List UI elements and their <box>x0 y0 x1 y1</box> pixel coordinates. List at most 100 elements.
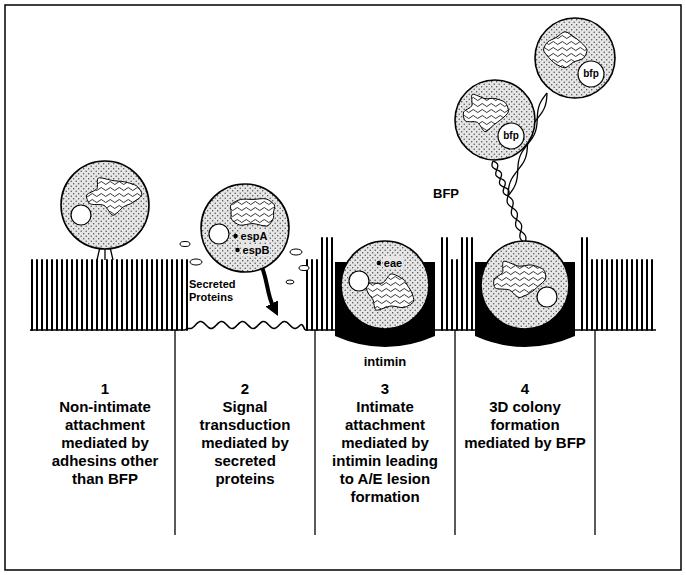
microvillus <box>636 260 638 330</box>
microvillus <box>146 260 148 330</box>
microvillus <box>151 260 153 330</box>
gene-dot <box>377 261 381 265</box>
microvillus <box>166 260 168 330</box>
microvillus <box>66 260 68 330</box>
nucleoid <box>463 94 508 131</box>
microvillus <box>181 260 183 330</box>
nucleoid <box>230 199 274 226</box>
plasmid <box>578 61 604 87</box>
part-label: BFP <box>432 186 460 202</box>
microvillus <box>61 260 63 330</box>
microvillus <box>91 260 93 330</box>
stage-panel: 1Non-intimate attachment mediated by adh… <box>43 380 167 488</box>
bundle-pilus <box>507 196 526 243</box>
plasmid <box>537 287 557 307</box>
microvillus <box>131 260 133 330</box>
microvillus <box>451 260 453 330</box>
figure-frame <box>5 5 681 570</box>
microvillus <box>31 260 33 330</box>
plasmid <box>209 224 229 244</box>
bacterium-node: espAespB <box>199 182 291 274</box>
gene-dot <box>235 248 239 252</box>
gene-dot <box>233 234 237 238</box>
stage-description: Signal transduction mediated by secreted… <box>183 398 307 488</box>
panel-divider <box>594 330 595 535</box>
stage-description: Non-intimate attachment mediated by adhe… <box>43 398 167 488</box>
microvillus <box>141 260 143 330</box>
stage-description: 3D colony formation mediated by BFP <box>463 398 587 452</box>
microvillus <box>461 238 463 330</box>
microvillus <box>86 260 88 330</box>
panel-divider <box>454 330 455 535</box>
microvillus <box>621 260 623 330</box>
microvillus <box>76 260 78 330</box>
microvillus <box>116 260 118 330</box>
bacterium-shape <box>199 182 291 274</box>
microvillus <box>71 260 73 330</box>
bundle-pilus <box>508 196 525 243</box>
microvillus <box>161 260 163 330</box>
microvillus <box>51 260 53 330</box>
plasmid <box>498 123 524 149</box>
bacterium-body <box>201 184 289 272</box>
plasmid <box>349 271 369 291</box>
panel-divider <box>174 330 175 535</box>
microvillus <box>606 260 608 330</box>
gene-label: bfp <box>502 130 520 142</box>
bacterium-node: eae <box>339 239 431 331</box>
microvillus <box>441 238 443 330</box>
microvillus <box>156 260 158 330</box>
microvillus <box>56 260 58 330</box>
secreted-protein <box>290 249 302 255</box>
microvillus <box>446 238 448 330</box>
stage-description: Intimate attachment mediated by intimin … <box>323 398 447 506</box>
gene-label: espA <box>240 230 269 243</box>
microvillus <box>121 260 123 330</box>
microvillus <box>311 260 313 330</box>
bacterium-shape <box>453 78 537 162</box>
microvillus <box>321 238 323 330</box>
nucleoid <box>365 274 414 310</box>
microvillus <box>101 260 103 330</box>
microvillus <box>586 238 588 330</box>
bundle-pilus <box>493 161 508 196</box>
microvillus <box>331 238 333 330</box>
bacterium-node: bfp <box>533 16 617 100</box>
microvillus <box>316 260 318 330</box>
bacterium-body <box>61 161 149 249</box>
stage-panel: 3Intimate attachment mediated by intimin… <box>323 380 447 506</box>
microvillus <box>626 260 628 330</box>
microvillus <box>641 260 643 330</box>
microvillus <box>106 260 108 330</box>
microvillus <box>326 238 328 330</box>
panel-divider <box>314 330 315 535</box>
microvillus <box>81 260 83 330</box>
stage-number: 4 <box>463 380 587 398</box>
microvillus <box>581 238 583 330</box>
secreted-protein <box>190 259 202 265</box>
stage-panel: 43D colony formation mediated by BFP <box>463 380 587 452</box>
microvillus <box>36 260 38 330</box>
microvillus <box>466 238 468 330</box>
microvillus <box>46 260 48 330</box>
microvillus <box>456 260 458 330</box>
stage-number: 3 <box>323 380 447 398</box>
microvillus <box>601 260 603 330</box>
stage-number: 2 <box>183 380 307 398</box>
microvillus <box>471 238 473 330</box>
bacterium-body <box>481 241 569 329</box>
microvillus <box>171 260 173 330</box>
microvillus <box>646 260 648 330</box>
microvillus <box>596 260 598 330</box>
microvillus <box>616 260 618 330</box>
secreted-protein <box>180 242 190 247</box>
part-label: intimin <box>363 354 408 370</box>
gene-label: bfp <box>582 68 600 80</box>
microvillus <box>651 260 653 330</box>
secreted-protein <box>299 266 309 271</box>
part-label: Secreted Proteins <box>188 278 252 304</box>
bacterium-body <box>341 241 429 329</box>
bacterium-body <box>455 80 535 160</box>
plasmid <box>71 205 91 225</box>
